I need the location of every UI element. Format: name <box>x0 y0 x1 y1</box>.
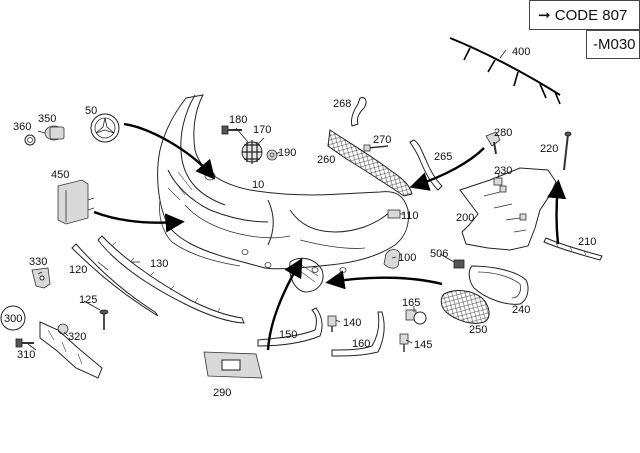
trim-160 <box>331 311 385 357</box>
trim-strip-120 <box>71 243 159 317</box>
bumper-cover <box>157 94 409 293</box>
camera-gear <box>241 140 263 164</box>
lower-trim-130 <box>97 235 245 324</box>
variant-label: -M030 <box>593 36 636 53</box>
bolt-310 <box>15 338 34 348</box>
part-label-320: 320 <box>68 331 86 343</box>
part-label-506: 506 <box>430 248 448 260</box>
clip-110 <box>387 209 401 219</box>
part-label-160: 160 <box>352 338 370 350</box>
part-label-110: 110 <box>401 210 419 222</box>
group-300-circle <box>0 305 26 331</box>
clip-165 <box>405 309 427 325</box>
clip-270 <box>363 144 389 152</box>
part-label-280: 280 <box>494 127 512 139</box>
part-label-120: 120 <box>69 264 87 276</box>
leader-lines <box>27 49 507 351</box>
strip-210 <box>543 237 603 261</box>
part-label-165: 165 <box>402 297 420 309</box>
part-label-330: 330 <box>29 256 47 268</box>
part-label-145: 145 <box>414 339 432 351</box>
part-label-180: 180 <box>229 114 247 126</box>
part-label-360: 360 <box>13 121 31 133</box>
part-label-310: 310 <box>17 349 35 361</box>
part-label-220: 220 <box>540 143 558 155</box>
part-label-270: 270 <box>373 134 391 146</box>
control-module <box>57 179 95 225</box>
bracket-330 <box>31 267 51 289</box>
hook-268 <box>351 97 367 127</box>
rod-265 <box>409 139 443 191</box>
arrow-right-icon: ➞ <box>538 7 551 24</box>
nut-320 <box>57 323 69 335</box>
fog-frame-240 <box>468 265 529 305</box>
bolt-220 <box>563 131 572 171</box>
code-box: ➞ CODE 807 <box>529 0 640 30</box>
part-label-150: 150 <box>279 329 297 341</box>
part-label-450: 450 <box>51 169 69 181</box>
sensor-506 <box>453 259 465 269</box>
code-label: CODE 807 <box>554 7 628 24</box>
part-label-260: 260 <box>317 154 335 166</box>
part-label-250: 250 <box>469 324 487 336</box>
wiring-harness <box>449 37 561 105</box>
rivet-125 <box>99 309 109 330</box>
part-label-190: 190 <box>278 147 296 159</box>
bolt-280 <box>485 131 501 155</box>
tow-cap-100 <box>383 249 401 269</box>
star-emblem <box>90 113 120 143</box>
part-label-300: 300 <box>4 313 22 325</box>
bracket-200 <box>459 167 557 251</box>
variant-box: -M030 <box>586 30 640 59</box>
clip-145 <box>399 333 409 352</box>
part-label-130: 130 <box>150 258 168 270</box>
part-label-125: 125 <box>79 294 97 306</box>
clip-190 <box>266 149 278 161</box>
part-label-50: 50 <box>85 105 97 117</box>
fog-grille-250 <box>440 290 490 324</box>
plate-holder-290 <box>203 351 263 379</box>
part-label-170: 170 <box>253 124 271 136</box>
clip-230 <box>493 177 503 186</box>
part-label-268: 268 <box>333 98 351 110</box>
part-label-240: 240 <box>512 304 530 316</box>
part-label-200: 200 <box>456 212 474 224</box>
part-label-265: 265 <box>434 151 452 163</box>
part-label-210: 210 <box>578 236 596 248</box>
part-label-10: 10 <box>252 179 264 191</box>
clip-140 <box>327 315 337 332</box>
part-label-230: 230 <box>494 165 512 177</box>
bracket-left <box>39 321 103 379</box>
grille-260 <box>327 129 413 197</box>
trim-150 <box>257 307 323 347</box>
part-label-100: 100 <box>398 252 416 264</box>
bolt-180 <box>221 125 242 135</box>
part-label-350: 350 <box>38 113 56 125</box>
part-label-290: 290 <box>213 387 231 399</box>
part-label-140: 140 <box>343 317 361 329</box>
part-label-400: 400 <box>512 46 530 58</box>
